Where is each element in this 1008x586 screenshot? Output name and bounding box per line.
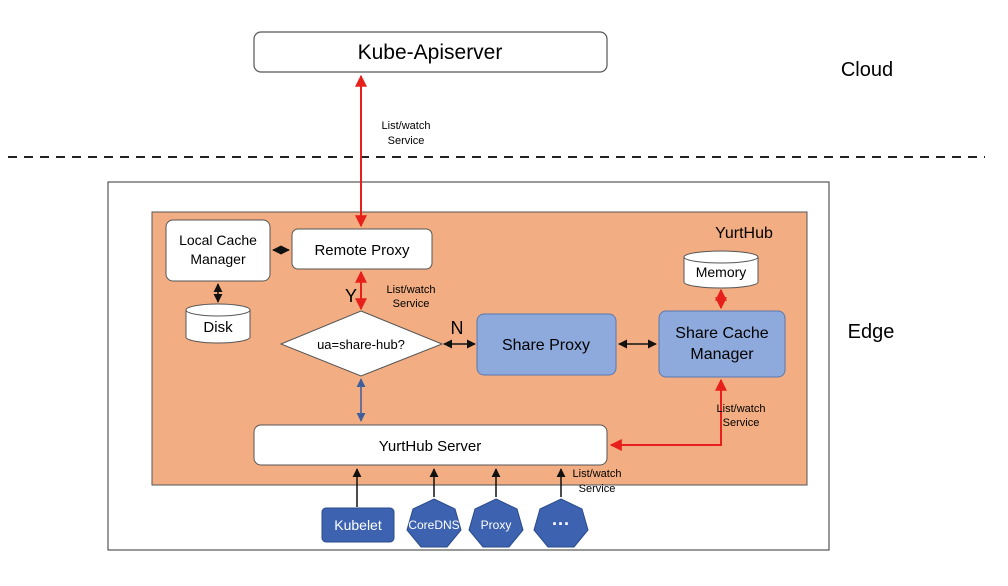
sharecache-listwatch-label-1: List/watch (717, 403, 766, 415)
proxy-client: Proxy (468, 498, 524, 548)
kubelet-client: Kubelet (321, 507, 395, 543)
coredns-label: CoreDNS (408, 518, 459, 532)
yurthub-title: YurtHub (715, 225, 773, 242)
memory-label: Memory (696, 264, 747, 280)
remote-listwatch-label-2: Service (393, 298, 430, 310)
local-cache-manager-label-2: Manager (190, 251, 246, 267)
cloud-listwatch-label-2: Service (388, 135, 425, 147)
more-clients: ··· (533, 498, 589, 548)
share-hub-decision: ua=share-hub? (279, 310, 444, 377)
yes-label: Y (345, 286, 357, 306)
remote-proxy-label: Remote Proxy (314, 242, 410, 259)
remote-proxy-box: Remote Proxy (291, 228, 433, 270)
kube-apiserver-label: Kube-Apiserver (358, 41, 503, 64)
share-cache-manager-label-2: Manager (690, 346, 754, 363)
clients-listwatch-label-1: List/watch (573, 468, 622, 480)
coredns-client: CoreDNS (406, 498, 462, 548)
share-cache-manager-box: Share Cache Manager (658, 310, 786, 378)
more-clients-label: ··· (552, 514, 570, 534)
kube-apiserver-box: Kube-Apiserver (253, 31, 608, 73)
yurthub-server-label: YurtHub Server (379, 438, 482, 455)
remote-listwatch-label-1: List/watch (387, 284, 436, 296)
sharecache-server-arrow (609, 378, 727, 451)
share-cache-manager-label-1: Share Cache (675, 325, 768, 342)
sharecache-listwatch-label-2: Service (723, 417, 760, 429)
yurthub-server-box: YurtHub Server (253, 424, 608, 466)
share-proxy-label: Share Proxy (502, 337, 590, 354)
disk-label: Disk (203, 319, 233, 336)
memory-cylinder: Memory (683, 250, 759, 289)
clients-listwatch-label-2: Service (579, 483, 616, 495)
local-cache-manager-label-1: Local Cache (179, 232, 257, 248)
decision-label: ua=share-hub? (317, 337, 405, 352)
edge-zone-label: Edge (848, 321, 895, 343)
proxy-label: Proxy (481, 518, 512, 532)
disk-cylinder: Disk (185, 303, 251, 344)
cloud-listwatch-label-1: List/watch (382, 120, 431, 132)
no-label: N (451, 318, 464, 338)
local-cache-manager-box: Local Cache Manager (165, 219, 271, 282)
kubelet-label: Kubelet (334, 517, 382, 533)
share-proxy-box: Share Proxy (476, 313, 617, 376)
cloud-zone-label: Cloud (841, 59, 893, 81)
